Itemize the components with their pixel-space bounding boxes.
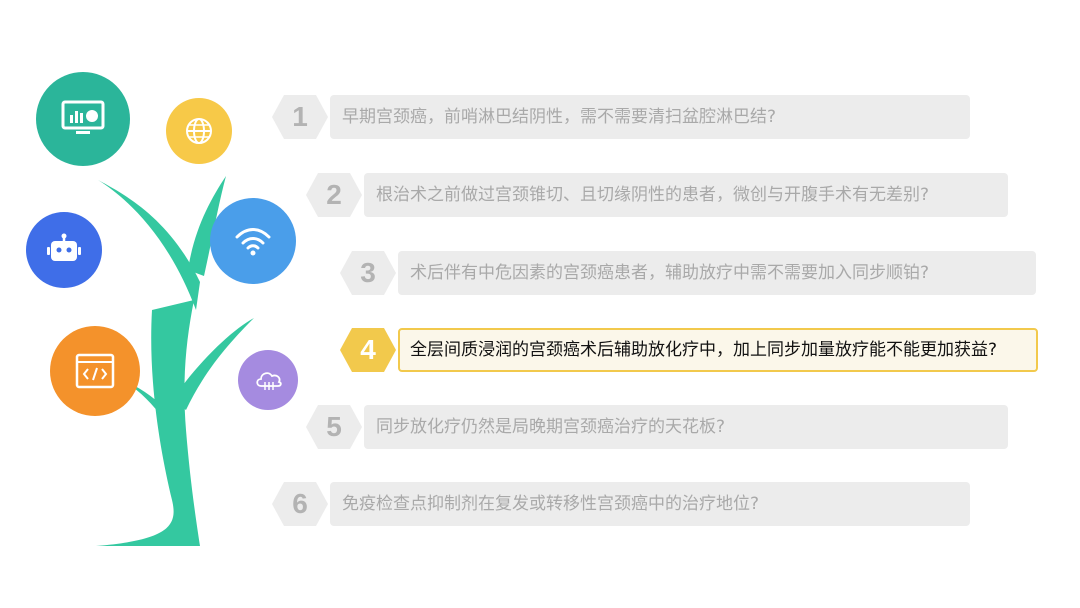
code-window-icon bbox=[50, 326, 140, 416]
question-text: 同步放化疗仍然是局晚期宫颈癌治疗的天花板? bbox=[364, 405, 1008, 449]
wifi-icon bbox=[210, 198, 296, 284]
number-badge bbox=[306, 405, 362, 449]
question-number: 2 bbox=[326, 179, 342, 210]
number-badge bbox=[272, 95, 328, 139]
robot-icon bbox=[26, 212, 102, 288]
question-text: 根治术之前做过宫颈锥切、且切缘阴性的患者，微创与开腹手术有无差别? bbox=[364, 173, 1008, 217]
number-badge bbox=[340, 328, 396, 372]
question-text: 免疫检查点抑制剂在复发或转移性宫颈癌中的治疗地位? bbox=[330, 482, 970, 526]
number-badge bbox=[340, 251, 396, 295]
globe-icon bbox=[166, 98, 232, 164]
question-number: 3 bbox=[360, 257, 376, 288]
question-text: 术后伴有中危因素的宫颈癌患者，辅助放疗中需不需要加入同步顺铂? bbox=[398, 251, 1036, 295]
question-text: 早期宫颈癌，前哨淋巴结阴性，需不需要清扫盆腔淋巴结? bbox=[330, 95, 970, 139]
cloud-icon bbox=[238, 350, 298, 410]
monitor-chart-icon bbox=[36, 72, 130, 166]
question-number: 5 bbox=[326, 411, 342, 442]
question-number: 4 bbox=[360, 334, 376, 365]
number-badge bbox=[306, 173, 362, 217]
number-badge bbox=[272, 482, 328, 526]
question-text: 全层间质浸润的宫颈癌术后辅助放化疗中，加上同步加量放疗能不能更加获益? bbox=[398, 328, 1038, 372]
question-number: 6 bbox=[292, 488, 308, 519]
question-number: 1 bbox=[292, 101, 308, 132]
